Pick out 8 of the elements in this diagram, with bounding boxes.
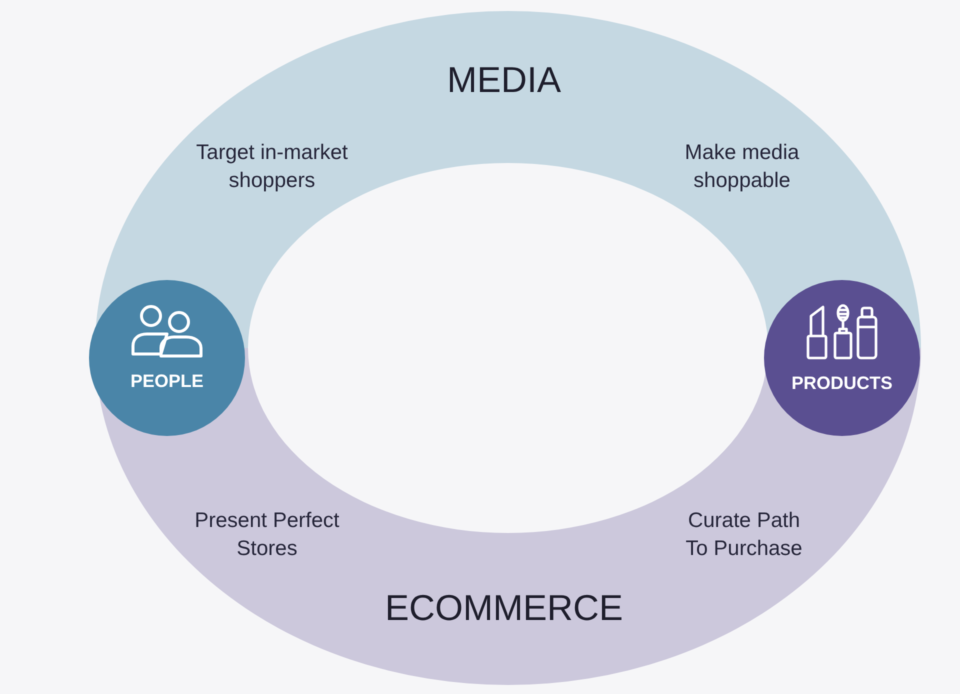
segment-label: Make media shoppable (684, 140, 800, 194)
band-title: ECOMMERCE (384, 586, 624, 630)
segment-label: Curate Path To Purchase (684, 508, 804, 562)
circle-label: PEOPLE (130, 370, 204, 392)
segment-label: Target in-market shoppers (195, 140, 349, 194)
band-title: MEDIA (446, 58, 562, 102)
segment-label: Present Perfect Stores (194, 508, 340, 562)
circle-label: PRODUCTS (791, 372, 892, 394)
